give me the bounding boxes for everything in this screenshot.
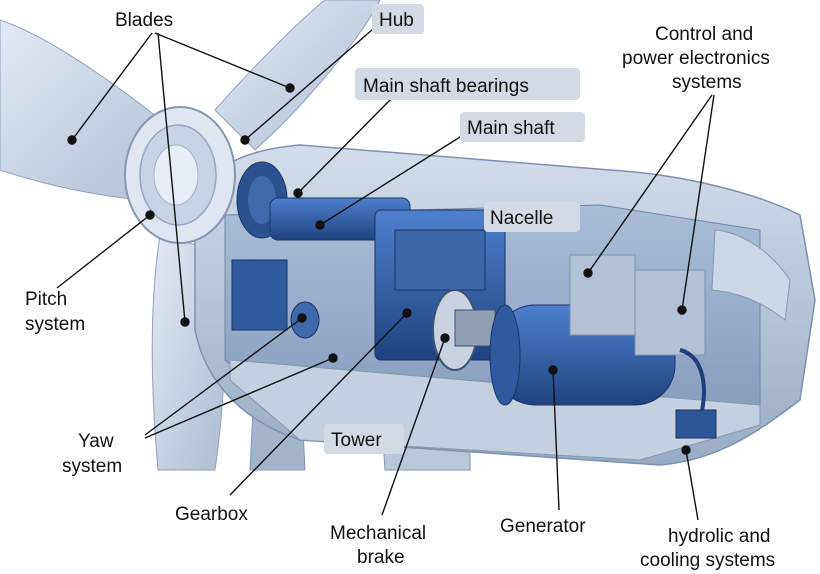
control-cabinets xyxy=(569,254,706,356)
nacelle-label-bg xyxy=(484,202,580,232)
label-nacelle: Nacelle xyxy=(490,208,553,229)
main-shaft-label-bg xyxy=(460,112,585,142)
label-yaw-line2: system xyxy=(62,456,122,477)
label-pitch-line2: system xyxy=(25,314,85,335)
hub-label-bg xyxy=(372,4,424,34)
blade-top xyxy=(214,0,381,151)
tower-label-bg xyxy=(324,424,404,454)
label-hydro-line1: hydrolic and xyxy=(668,526,770,547)
label-hydro-line2: cooling systems xyxy=(640,550,775,571)
label-control-line1: Control and xyxy=(655,24,753,45)
label-gearbox: Gearbox xyxy=(175,504,248,525)
label-main-shaft-bearings: Main shaft bearings xyxy=(363,76,529,97)
label-control-line3: systems xyxy=(672,72,742,93)
leader-lines xyxy=(56,22,715,521)
label-generator: Generator xyxy=(500,516,586,537)
mechanical-brake xyxy=(432,289,496,371)
label-pitch-line1: Pitch xyxy=(25,289,67,310)
main-shaft-bearings-label-bg xyxy=(355,68,580,100)
label-yaw-line1: Yaw xyxy=(78,431,114,452)
label-main-shaft: Main shaft xyxy=(467,118,555,139)
hydraulic-cooling-unit xyxy=(675,348,717,439)
label-tower: Tower xyxy=(331,430,382,451)
label-control-line2: power electronics xyxy=(622,48,770,69)
hub xyxy=(124,106,236,244)
label-blades: Blades xyxy=(115,10,173,31)
label-brake-line2: brake xyxy=(357,547,405,568)
label-hub: Hub xyxy=(379,10,414,31)
label-brake-line1: Mechanical xyxy=(330,523,426,544)
